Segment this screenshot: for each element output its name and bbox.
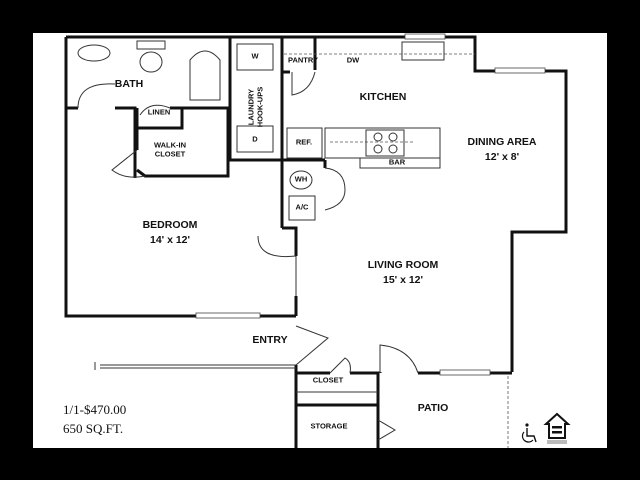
laundry-hookups: LAUNDRY HOOK-UPS — [246, 86, 264, 128]
outer-wall — [66, 35, 568, 372]
dining-area-size: 12' x 8' — [484, 150, 520, 163]
unit-area: 650 SQ.FT. — [63, 421, 124, 436]
equal-housing-opportunity-icon — [543, 412, 571, 444]
room-dining-area: DINING AREA — [467, 135, 537, 148]
ac-label: A/C — [295, 202, 309, 212]
stove — [365, 129, 405, 157]
dining-window — [494, 67, 546, 74]
room-entry: ENTRY — [252, 333, 288, 346]
living-room-size: 15' x 12' — [382, 273, 424, 286]
water-heater — [289, 170, 313, 190]
unit-price: 1/1-$470.00 — [63, 402, 127, 417]
refrigerator — [286, 127, 323, 159]
wheelchair-accessible-icon — [521, 423, 537, 443]
room-storage: STORAGE — [310, 421, 348, 431]
room-pantry: PANTRY — [288, 55, 318, 65]
room-bath: BATH — [114, 77, 144, 90]
room-patio: PATIO — [417, 401, 449, 414]
washer-label: W — [251, 51, 259, 61]
bar-label: BAR — [388, 157, 406, 167]
sink-icon — [77, 44, 111, 62]
room-closet: CLOSET — [312, 375, 344, 385]
room-walk-in-closet: WALK-IN CLOSET — [153, 140, 187, 158]
left-wall — [64, 37, 296, 318]
room-bedroom: BEDROOM — [142, 218, 198, 231]
washer — [236, 43, 274, 71]
toilet-icon — [139, 51, 163, 73]
bar-counter — [359, 157, 441, 169]
room-linen: LINEN — [147, 107, 171, 117]
dryer-label: D — [252, 134, 258, 144]
kitchen-sink-icon — [401, 41, 445, 61]
refrigerator-label: REF. — [295, 137, 313, 147]
room-kitchen: KITCHEN — [359, 90, 407, 103]
bedroom-size: 14' x 12' — [149, 233, 191, 246]
ac-unit — [288, 195, 316, 221]
dishwasher-label: DW — [346, 55, 360, 65]
kitchen-window — [404, 33, 446, 40]
room-living-room: LIVING ROOM — [367, 258, 439, 271]
water-heater-label: WH — [294, 174, 308, 184]
bathtub-icon — [189, 50, 221, 101]
dryer — [236, 125, 274, 153]
kitchen-counter — [324, 127, 441, 159]
bedroom-window — [195, 312, 261, 319]
